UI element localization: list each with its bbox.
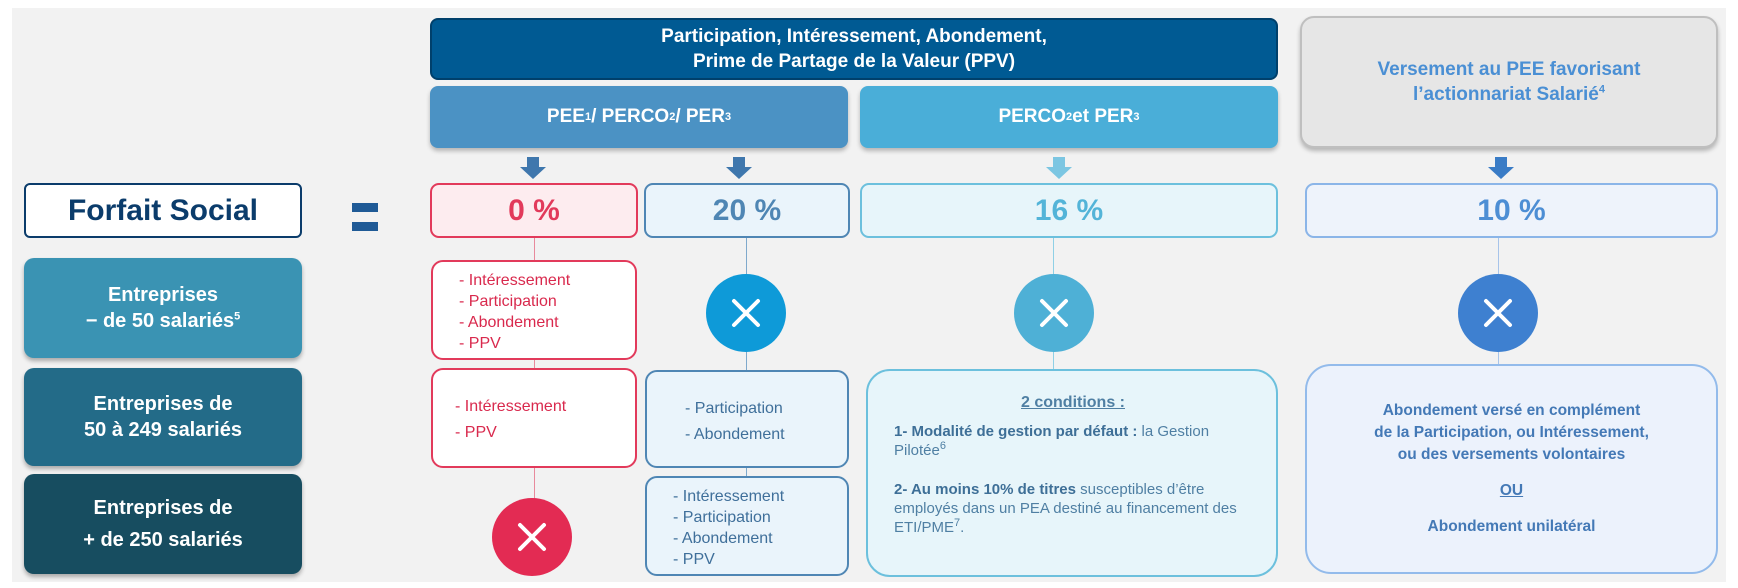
connector-line <box>1498 238 1499 274</box>
company-small-line2: − de 50 salariés5 <box>24 308 302 334</box>
connector-line <box>534 238 535 262</box>
close-icon <box>1458 274 1538 352</box>
list-item: - Intéressement <box>673 488 785 505</box>
list-item: - PPV <box>455 424 497 441</box>
abondement-ou: OU <box>1499 482 1524 499</box>
list-0-small: - Intéressement - Participation - Abonde… <box>431 260 637 360</box>
company-mid-line1: Entreprises de <box>93 393 233 415</box>
versement-sup: 4 <box>1598 83 1605 96</box>
list-item: - Abondement <box>685 426 785 443</box>
company-large-line2: + de 250 salariés <box>83 529 243 551</box>
close-icon <box>492 498 572 576</box>
equals-sign-bottom <box>352 222 378 231</box>
conditions-title: 2 conditions : <box>1021 394 1125 411</box>
list-item: - PPV <box>673 551 715 568</box>
condition-1-sup: 6 <box>939 440 946 452</box>
rate-16-percent: 16 % <box>860 183 1278 238</box>
list-item: - PPV <box>459 335 501 352</box>
list-item: - Abondement <box>459 314 559 331</box>
per-label: / PER <box>675 106 725 127</box>
company-small-line1: Entreprises <box>107 284 219 306</box>
list-item: - Participation <box>673 509 771 526</box>
condition-2-text: susceptibles d’être employés dans un PEA… <box>894 481 1237 536</box>
arrow-down-icon <box>520 157 546 179</box>
condition-2-bold: 2- Au moins 10% de titres <box>894 481 1076 498</box>
list-item: - Intéressement <box>459 272 571 289</box>
arrow-down-icon <box>1046 157 1072 179</box>
header-main-line1: Participation, Intéressement, Abondement… <box>661 26 1047 47</box>
condition-1-text: la Gestion Pilotée <box>894 423 1210 459</box>
abondement-line2: de la Participation, ou Intéressement, <box>1374 424 1649 441</box>
connector-line <box>1053 238 1054 274</box>
perco-label: / PERCO <box>591 106 670 127</box>
list-item: - Intéressement <box>455 398 567 415</box>
rate-0-percent: 0 % <box>430 183 638 238</box>
connector-line <box>534 358 535 370</box>
rate-20-percent: 20 % <box>644 183 850 238</box>
list-20-large: - Intéressement - Participation - Abonde… <box>645 476 849 576</box>
company-large: Entreprises de + de 250 salariés <box>24 474 302 574</box>
condition-1: 1- Modalité de gestion par défaut : la G… <box>894 422 1252 460</box>
list-20-mid: - Participation - Abondement <box>645 370 849 468</box>
abondement-line4: Abondement unilatéral <box>1427 518 1596 535</box>
condition-2-sup: 7 <box>954 517 961 529</box>
header-participation: Participation, Intéressement, Abondement… <box>430 18 1278 80</box>
company-mid: Entreprises de 50 à 249 salariés <box>24 368 302 466</box>
company-small-text: − de 50 salariés <box>85 310 235 332</box>
list-item: - Participation <box>459 293 557 310</box>
header-versement-line2: l’actionnariat Salarié4 <box>1302 82 1716 107</box>
conditions-box: 2 conditions : 1- Modalité de gestion pa… <box>866 369 1278 577</box>
arrow-down-icon <box>726 157 752 179</box>
company-mid-line2: 50 à 249 salariés <box>84 419 242 441</box>
connector-line <box>1053 350 1054 370</box>
company-small-sup: 5 <box>234 310 241 323</box>
condition-1-bold: 1- Modalité de gestion par défaut : <box>894 423 1138 440</box>
perco-label: PERCO <box>998 106 1067 127</box>
list-0-mid: - Intéressement - PPV <box>431 368 637 468</box>
abondement-box: Abondement versé en complément de la Par… <box>1305 364 1718 574</box>
header-main-line2: Prime de Partage de la Valeur (PPV) <box>692 51 1016 72</box>
company-small: Entreprises − de 50 salariés5 <box>24 258 302 358</box>
abondement-line3: ou des versements volontaires <box>1397 446 1626 463</box>
forfait-social-label: Forfait Social <box>24 183 302 238</box>
close-icon <box>706 274 786 352</box>
condition-2: 2- Au moins 10% de titres susceptibles d… <box>894 480 1252 537</box>
pee-label: PEE <box>546 106 585 127</box>
connector-line <box>534 466 535 500</box>
connector-line <box>746 238 747 274</box>
connector-line <box>746 466 747 476</box>
connector-line <box>1498 350 1499 366</box>
abondement-line1: Abondement versé en complément <box>1382 402 1641 419</box>
company-large-line1: Entreprises de <box>93 497 233 519</box>
condition-2-end: . <box>960 519 965 536</box>
arrow-down-icon <box>1488 157 1514 179</box>
list-item: - Abondement <box>673 530 773 547</box>
equals-sign-top <box>352 203 378 212</box>
close-icon <box>1014 274 1094 352</box>
header-versement-line1: Versement au PEE favorisant <box>1377 59 1641 80</box>
list-item: - Participation <box>685 400 783 417</box>
header-versement-pee: Versement au PEE favorisant l’actionnari… <box>1300 16 1718 148</box>
connector-line <box>746 350 747 370</box>
versement-text: l’actionnariat Salarié <box>1413 84 1599 105</box>
per-label: et PER <box>1072 106 1134 127</box>
rate-10-percent: 10 % <box>1305 183 1718 238</box>
